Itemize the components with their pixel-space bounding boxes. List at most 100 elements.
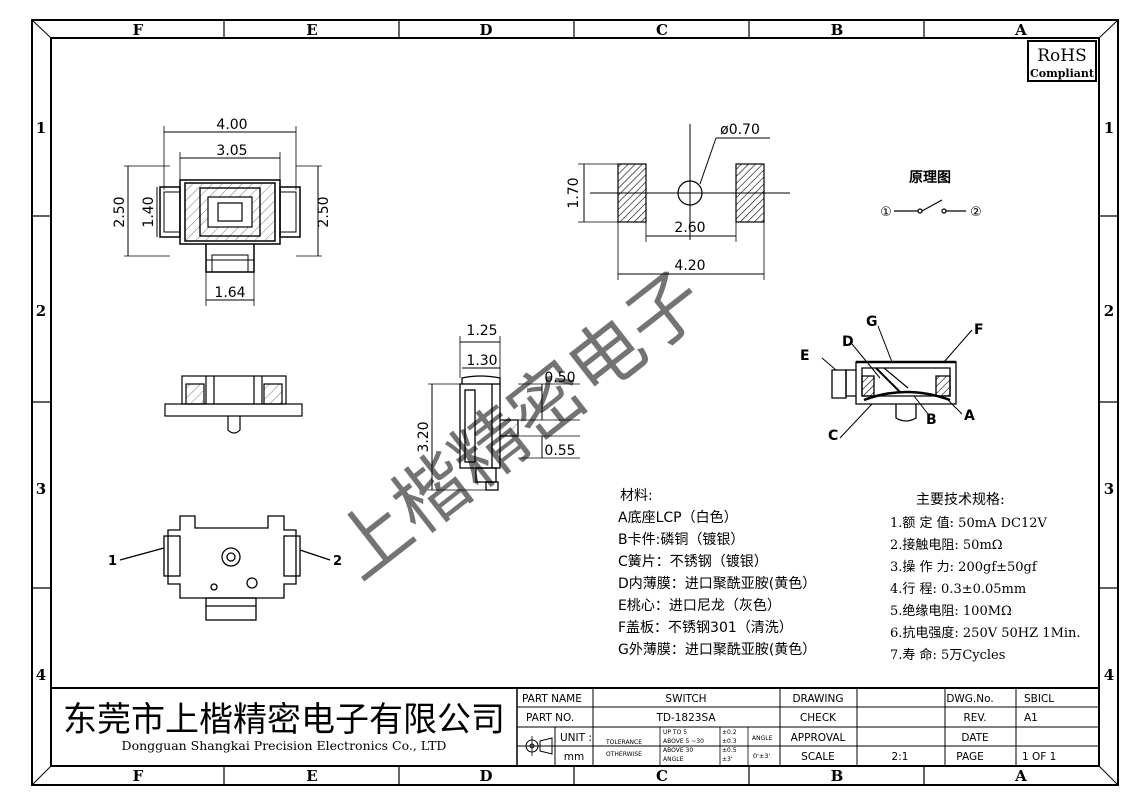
drawing-label: DRAWING [792,693,843,705]
col-label-bottom-d: D [479,767,492,785]
section-label-c: C [828,428,838,444]
material-item: A底座LCP（白色） [618,509,738,526]
spec-item: 6.抗电强度: 250V 50HZ 1Min. [890,625,1081,641]
spec-item: 4.行 程: 0.3±0.05mm [890,582,1026,597]
tol-value-3: ±0.5 [722,747,737,754]
spec-item: 1.额 定 值: 50mA DC12V [890,515,1047,531]
row-label-left-1: 1 [36,119,46,137]
rohs-badge: RoHS Compliant [1027,40,1097,82]
material-item: G外薄膜：进口聚酰亚胺(黄色） [618,641,816,658]
part-no-value: TD-1823SA [655,712,716,724]
col-label-top-e: E [306,21,317,39]
section-label-b: B [926,412,937,428]
bottom-view [119,515,331,621]
col-label-bottom-f: F [133,767,144,785]
col-label-top-c: C [656,21,668,39]
row-label-right-3: 3 [1104,480,1114,498]
row-label-left-4: 4 [36,666,46,684]
dim-height-3-20: 3.20 [416,421,432,452]
dwg-no-label: DWG.No. [946,693,993,705]
tol-value-1: ±0.2 [722,729,737,736]
col-label-bottom-b: B [831,767,844,785]
schematic: 原理图 ① ② [880,170,982,220]
angle-label: ANGLE [752,735,773,742]
bottom-view-pins: 1 2 [108,554,342,569]
spec-item: 5.绝缘电阻: 100MΩ [890,603,1012,619]
page-label: PAGE [956,751,983,763]
side-view [428,336,580,491]
dim-height-left-2-50: 2.50 [112,196,128,227]
top-view [124,126,322,306]
scale-label: SCALE [801,751,835,763]
dim-top-1-25: 1.25 [466,323,497,339]
row-label-left-3: 3 [36,480,46,498]
angle-value: 0'±3' [753,752,771,760]
materials-list: 材料: A底座LCP（白色） B卡件:磷铜（镀银） C簧片：不锈钢（镀银） D内… [618,488,816,658]
row-label-left-2: 2 [36,302,46,320]
dim-pad-height-1-70: 1.70 [566,177,582,208]
dim-width-4-00: 4.00 [216,117,247,133]
material-item: F盖板：不锈钢301（清洗） [618,620,793,636]
tol-up-to-5: UP TO 5 [663,729,687,736]
material-item: D内薄膜：进口聚酰亚胺(黄色） [618,575,816,592]
tol-value-4: ±3' [722,756,733,763]
col-label-bottom-a: A [1014,767,1027,785]
schematic-title: 原理图 [909,170,951,186]
dim-total-4-20: 4.20 [674,258,705,274]
spec-item: 7.寿 命: 5万Cycles [890,647,1005,663]
tol-above-5-30: ABOVE 5 ~30 [663,738,704,745]
company-name-cn: 东莞市上楷精密电子有限公司 [63,700,505,740]
pin-1-label: 1 [108,554,117,569]
pad-layout [578,124,790,280]
tolerance-label: TOLERANCE [605,739,642,746]
part-name-value: SWITCH [665,693,706,705]
material-item: B卡件:磷铜（镀银） [618,531,744,548]
col-label-bottom-e: E [306,767,317,785]
specs-title: 主要技术规格: [916,492,1005,508]
section-labels: C E D G F A B [800,314,984,444]
material-item: C簧片：不锈钢（镀银） [618,553,768,570]
section-label-g: G [866,314,878,330]
col-label-top-a: A [1014,21,1027,39]
dim-gap-2-60: 2.60 [674,220,705,236]
rohs-compliant-label: Compliant [1030,67,1095,80]
part-name-label: PART NAME [522,693,582,705]
title-block [51,687,1099,766]
dim-actuator-1-64: 1.64 [214,285,245,301]
otherwise-label: OTHERWISE [606,751,642,758]
section-label-a: A [964,408,975,424]
dim-lead-0-50: 0.50 [544,370,575,386]
front-view [164,375,303,434]
company-name-en: Dongguan Shangkai Precision Electronics … [122,738,447,753]
dim-body-1-30: 1.30 [466,353,497,369]
dim-height-right-2-50: 2.50 [316,196,332,227]
dim-cap-1-40: 1.40 [141,196,157,227]
section-view [821,325,973,439]
dwg-no-value: SBICL [1024,693,1054,705]
dim-inner-3-05: 3.05 [216,143,247,159]
pin-2-label: 2 [333,554,342,569]
rev-label: REV. [963,712,986,724]
section-label-f: F [974,322,984,338]
drawing-frame: F E D C B A F E D C B A 1 2 3 4 1 2 3 4 [31,19,1119,786]
top-view-dimensions: 4.00 3.05 2.50 1.40 2.50 1.64 [112,117,332,301]
pad-layout-dimensions: ø0.70 1.70 2.60 4.20 [566,122,760,274]
spec-item: 3.操 作 力: 200gf±50gf [890,559,1038,575]
schematic-pin-1: ① [880,205,892,220]
unit-label: UNIT : [560,732,592,744]
row-label-right-4: 4 [1104,666,1114,684]
title-block-text: 东莞市上楷精密电子有限公司 Dongguan Shangkai Precisio… [63,693,1056,763]
rev-value: A1 [1024,712,1038,724]
unit-value: mm [564,751,584,763]
row-label-right-2: 2 [1104,302,1114,320]
col-label-bottom-c: C [656,767,668,785]
section-label-d: D [842,334,854,350]
check-label: CHECK [800,712,837,724]
approval-label: APPROVAL [791,732,846,744]
col-label-top-d: D [479,21,492,39]
dim-hole-0-70: ø0.70 [720,122,760,138]
tol-angle: ANGLE [663,756,684,763]
scale-value: 2:1 [892,751,909,763]
dim-foot-0-55: 0.55 [544,443,575,459]
